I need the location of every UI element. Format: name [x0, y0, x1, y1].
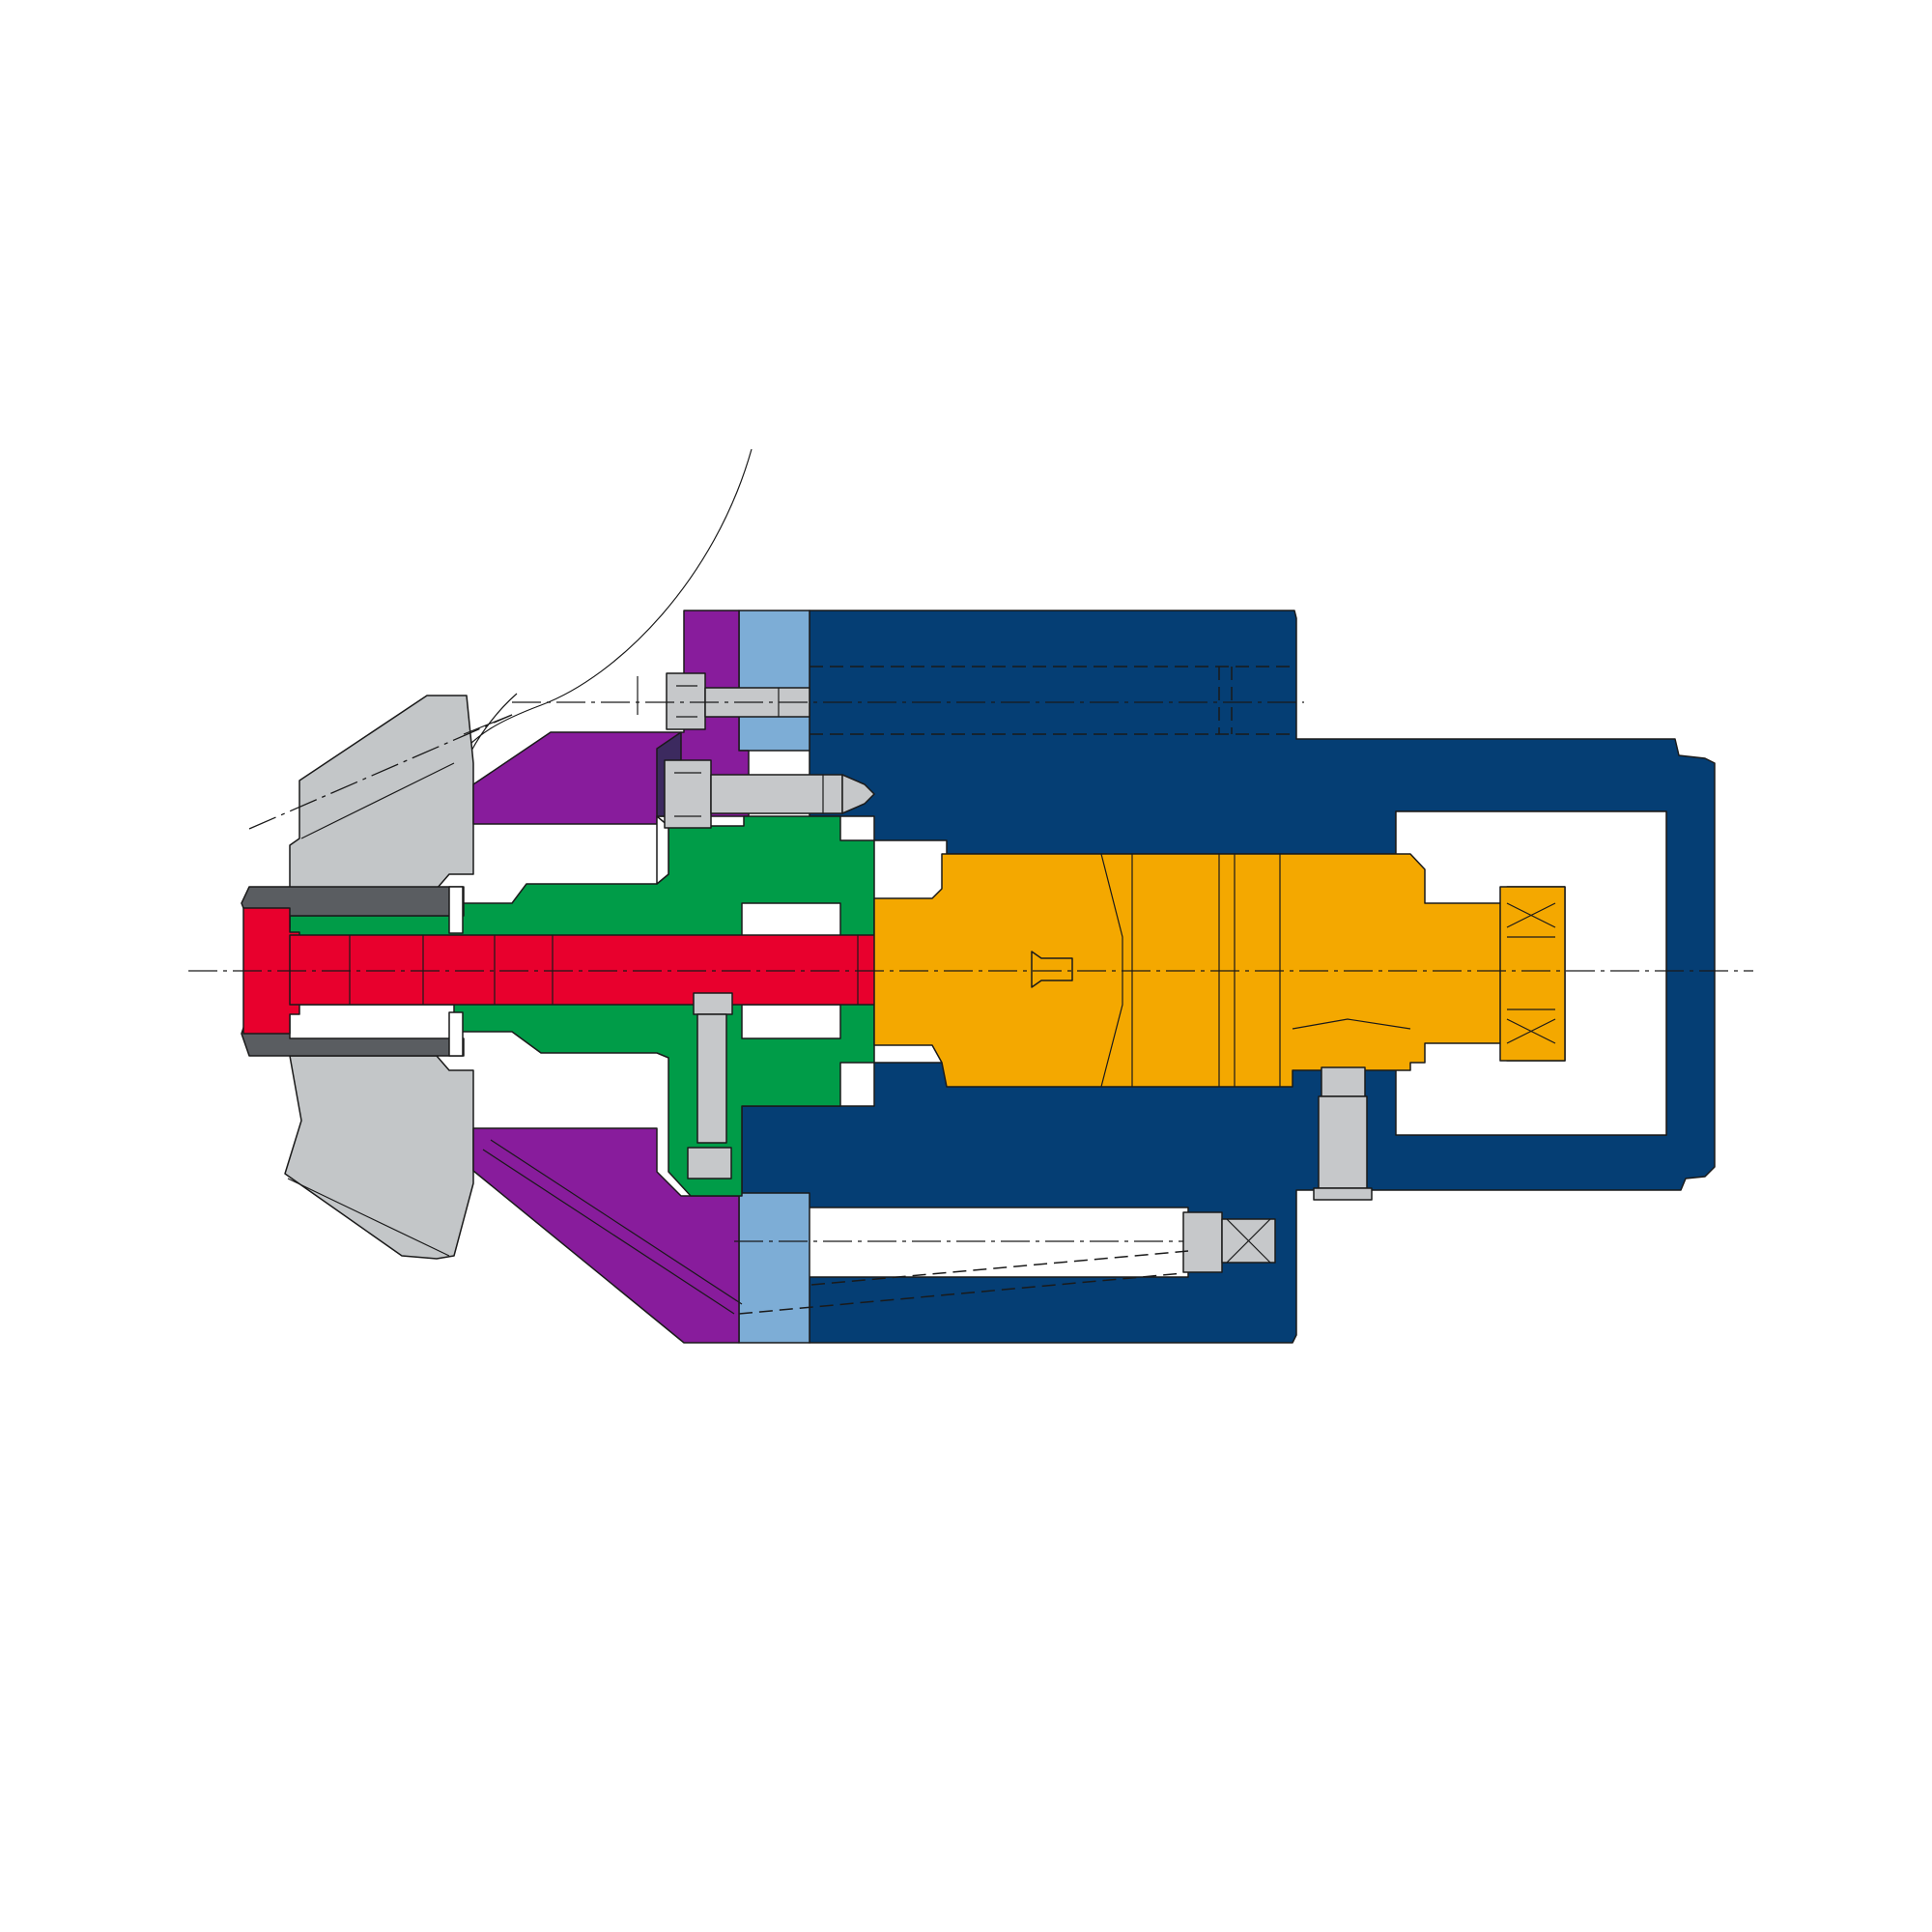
cap-screw-top: [666, 672, 810, 730]
draw-bolt: [242, 907, 1033, 1035]
flange-gap-left: [656, 815, 669, 885]
cap-screw-vertical-right: [1313, 1066, 1373, 1201]
coolant-line-dashed: [738, 1272, 1184, 1315]
coolant-line-dashed-2: [810, 1250, 1189, 1286]
flange-pocket-upper: [741, 902, 841, 938]
cap-screw-middle: [664, 759, 875, 829]
cap-screws: [664, 672, 1373, 1273]
gear-workpiece: [284, 695, 513, 1260]
clamping-sleeve-bore: [1031, 951, 1073, 988]
knurled-nut: [1499, 886, 1566, 1062]
clamping-sleeve-chamfer: [1292, 1018, 1411, 1030]
gear-lower-half: [284, 1055, 474, 1260]
coolant-tube: [482, 1139, 743, 1315]
spacer-ring: [738, 610, 810, 1344]
collet-slot-top: [448, 886, 464, 934]
draw-bolt-grooves: [349, 935, 988, 1005]
cap-screw-vertical-left: [687, 992, 733, 1179]
gear-tooth-line-lower: [287, 1178, 450, 1257]
collet: [241, 886, 465, 1057]
spacer-ring-top: [738, 610, 810, 752]
gear-tooth-line: [300, 762, 455, 839]
flange-holder: [289, 815, 875, 1197]
housing: [741, 610, 1716, 1344]
cap-screw-bottom: [1182, 1211, 1276, 1273]
flange-holder-body: [289, 815, 875, 1197]
hidden-thread-end: [1218, 667, 1233, 734]
gear-axis-centerline: [248, 714, 513, 830]
cutter-arc: [453, 448, 753, 764]
knurl-pattern: [1506, 902, 1556, 1044]
flange-pocket-lower: [741, 1004, 841, 1039]
gear-upper-half: [289, 695, 474, 890]
spacer-ring-bottom: [738, 1192, 810, 1344]
collet-slot-bottom: [448, 1011, 464, 1057]
